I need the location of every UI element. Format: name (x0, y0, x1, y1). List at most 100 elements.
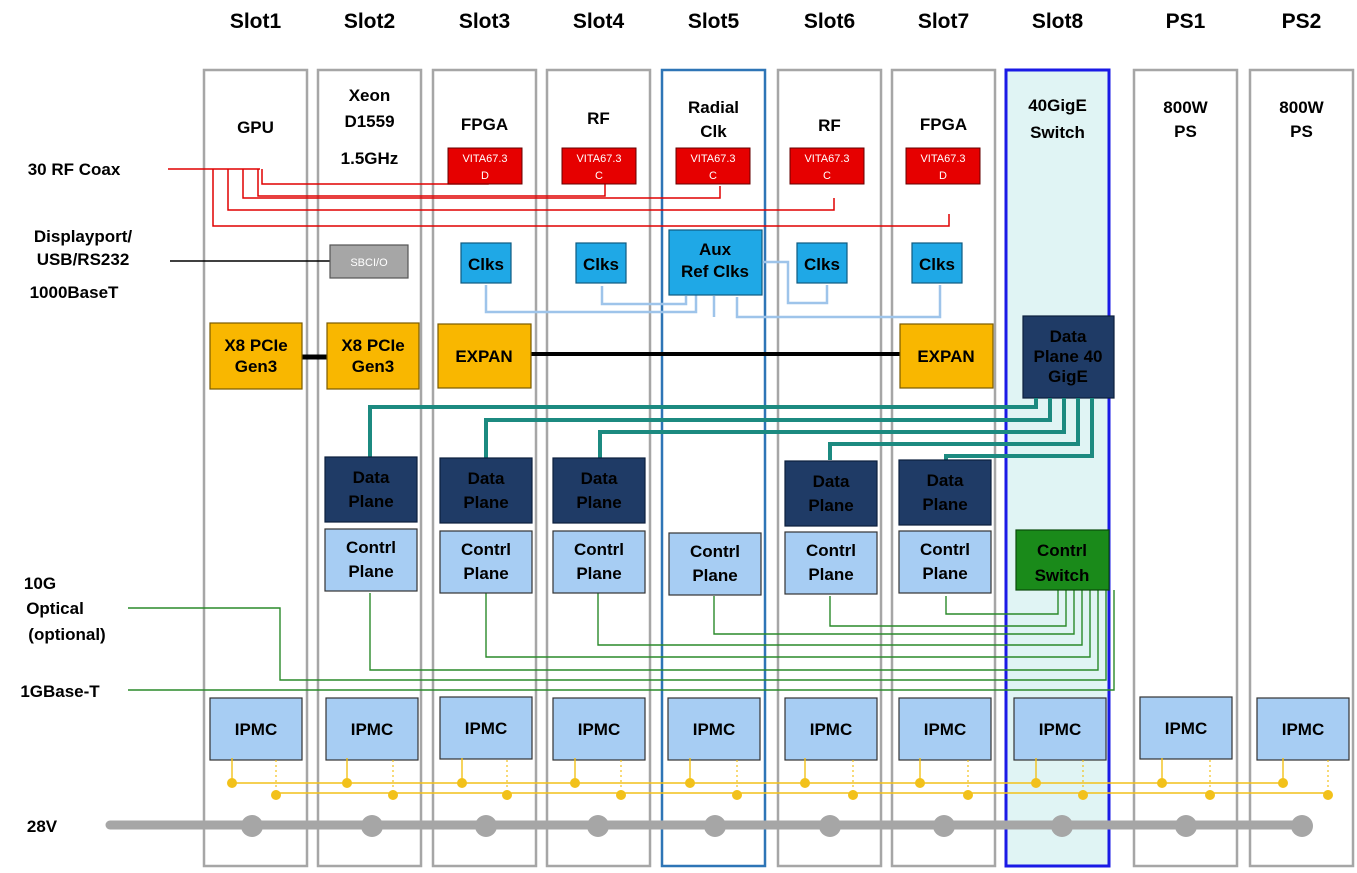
control-plane-link (829, 590, 1067, 627)
vita-connector-slot4 (561, 147, 637, 185)
data-plane-label: Plane (922, 495, 967, 514)
control-plane-link (369, 590, 1099, 671)
power-tap (933, 815, 955, 837)
ipmb-node (616, 790, 626, 800)
clks-box-slot4 (575, 242, 627, 284)
ipmb-node (342, 778, 352, 788)
data-plane-link (944, 398, 1094, 460)
slot-title-slot1: GPU (237, 118, 274, 137)
power-tap (704, 815, 726, 837)
slot-header-slot6: Slot6 (804, 10, 855, 33)
ipmb-node (1205, 790, 1215, 800)
ipmb-node (685, 778, 695, 788)
data-plane-box-slot4 (552, 457, 646, 524)
vita-label: C (823, 170, 831, 182)
slot-header-slot2: Slot2 (344, 10, 395, 33)
clock-route (600, 286, 688, 306)
power-tap (1291, 815, 1313, 837)
slot-header-ps2: PS2 (1282, 10, 1322, 33)
control-plane-label: Plane (348, 562, 393, 581)
data-plane-link (598, 398, 1066, 458)
pcie-card-slot2 (326, 322, 420, 390)
control-plane-label: Plane (808, 565, 853, 584)
ipmb-node (1031, 778, 1041, 788)
power-tap (1051, 815, 1073, 837)
pcie-card-label: X8 PCIe (224, 336, 287, 355)
slot-title-slot6: RF (818, 116, 841, 135)
data-plane-box-slot3 (439, 457, 533, 524)
rf-coax-label: 30 RF Coax (28, 160, 121, 179)
control-plane-link (713, 590, 1075, 635)
slot-title-ps2: 800W (1279, 98, 1324, 117)
rf-coax-line (242, 169, 721, 199)
vita-label: D (939, 170, 947, 182)
control-plane-box-slot4 (552, 530, 646, 594)
ipmb-node (457, 778, 467, 788)
slot-title-slot2: 1.5GHz (341, 149, 399, 168)
aux-ref-clks-label: Ref Clks (681, 262, 749, 281)
power-tap (361, 815, 383, 837)
control-plane-label: Plane (576, 564, 621, 583)
control-plane-link (485, 590, 1091, 658)
slot-title-slot8: 40GigE (1028, 96, 1087, 115)
slot-title-slot3: FPGA (461, 115, 508, 134)
ipmc-label: IPMC (1282, 720, 1325, 739)
ipmb-node (800, 778, 810, 788)
ipmc-label: IPMC (924, 720, 967, 739)
expan-card-slot7 (899, 323, 994, 389)
ipmc-label: IPMC (351, 720, 394, 739)
control-plane-label: Plane (463, 564, 508, 583)
ipmc-box-slot6 (784, 697, 878, 761)
control-plane-label: Plane (692, 566, 737, 585)
clks-label: Clks (583, 255, 619, 274)
data-plane-40gige-label: Plane 40 (1034, 347, 1103, 366)
data-plane-box-slot7 (898, 459, 992, 526)
ipmc-label: IPMC (1039, 720, 1082, 739)
control-plane-link (128, 590, 1107, 681)
ipmc-label: IPMC (578, 720, 621, 739)
slot-title-slot7: FPGA (920, 115, 967, 134)
data-plane-label: Data (468, 469, 505, 488)
control-plane-label: Contrl (690, 542, 740, 561)
optical-label: (optional) (28, 625, 105, 644)
slot-header-slot7: Slot7 (918, 10, 969, 33)
slot-title-slot4: RF (587, 109, 610, 128)
data-plane-box-slot6 (784, 460, 878, 527)
data-plane-link (828, 398, 1080, 460)
pcie-card-label: Gen3 (352, 357, 395, 376)
ipmc-box-ps1 (1139, 696, 1233, 760)
ipmb-node (227, 778, 237, 788)
ipmc-box-ps2 (1256, 697, 1350, 761)
ipmc-label: IPMC (810, 720, 853, 739)
vita-label: VITA67.3 (462, 153, 507, 165)
ipmb-node (388, 790, 398, 800)
control-plane-box-slot5 (668, 532, 762, 596)
ipmc-label: IPMC (693, 720, 736, 739)
data-plane-label: Plane (808, 496, 853, 515)
control-plane-label: Contrl (920, 540, 970, 559)
slot-header-slot4: Slot4 (573, 10, 625, 33)
control-plane-link (128, 590, 1115, 691)
ipmb-node (915, 778, 925, 788)
clks-box-slot6 (796, 242, 848, 284)
expan-card-slot3 (437, 323, 532, 389)
vita-label: VITA67.3 (920, 153, 965, 165)
clock-route (484, 285, 698, 314)
pcie-card-label: Gen3 (235, 357, 278, 376)
data-plane-box-slot2 (324, 456, 418, 523)
power-tap (587, 815, 609, 837)
clks-label: Clks (468, 255, 504, 274)
clks-label: Clks (919, 255, 955, 274)
control-plane-label: Plane (922, 564, 967, 583)
slot-title-slot5: Clk (700, 122, 727, 141)
expan-label: EXPAN (455, 347, 512, 366)
slot-title-slot8: Switch (1030, 123, 1085, 142)
displayport-label: 1000BaseT (30, 283, 119, 302)
control-switch-box (1015, 529, 1110, 591)
control-plane-box-slot3 (439, 530, 533, 594)
sbc-io-box (329, 244, 409, 279)
slot-title-slot2: D1559 (344, 112, 394, 131)
vita-connector-slot7 (905, 147, 981, 185)
control-plane-label: Contrl (806, 541, 856, 560)
optical-label: 10G (24, 574, 56, 593)
